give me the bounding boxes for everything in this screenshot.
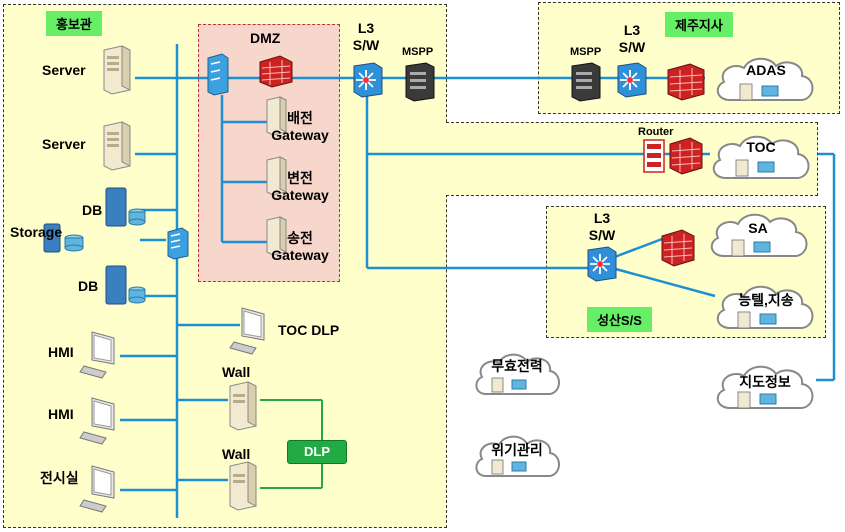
cloud-label: SA	[748, 220, 768, 236]
database-icon	[105, 187, 146, 227]
l3-switch-icon	[353, 62, 383, 98]
seongsan-tag: 성산S/S	[587, 307, 652, 332]
gateway-server-icon	[266, 96, 287, 136]
cloud-adas: ADAS	[712, 52, 820, 108]
cloud-neungtel: 능텔,지송	[712, 278, 820, 336]
cloud-label: 무효전력	[491, 358, 543, 374]
toc-dlp-label: TOC DLP	[278, 322, 340, 338]
monitor-icon	[79, 331, 115, 379]
cloud-muhyo: 무효전력	[472, 350, 562, 402]
cloud-shape	[716, 57, 814, 101]
gateway-server-icon	[266, 216, 287, 256]
cloud-jido: 지도정보	[712, 360, 818, 416]
db-label-1: DB	[82, 202, 103, 218]
firewall-icon	[661, 229, 695, 267]
cloud-label: 위기관리	[491, 442, 543, 458]
router-icon	[643, 139, 665, 173]
cloud-label: 지도정보	[739, 374, 791, 390]
db-label-2: DB	[78, 278, 99, 294]
wall-label-1: Wall	[222, 364, 251, 380]
storage-label: Storage	[10, 224, 63, 240]
wall-label-2: Wall	[222, 446, 251, 462]
database-icon	[105, 265, 146, 305]
dlp-box: DLP	[287, 440, 347, 464]
l3-switch-icon	[617, 62, 647, 98]
cloud-label: ADAS	[746, 62, 786, 78]
mspp-icon	[405, 62, 435, 102]
cloud-shape	[475, 353, 560, 395]
jeju-tag: 제주지사	[665, 12, 733, 37]
hub-switch-icon	[167, 227, 189, 260]
server-label-2: Server	[42, 136, 86, 152]
monitor-icon	[229, 307, 265, 355]
firewall-icon	[669, 137, 703, 175]
storage-icon	[43, 223, 84, 253]
cloud-shape	[712, 135, 810, 179]
server-icon	[103, 121, 131, 171]
dmz-label: DMZ	[250, 30, 281, 46]
cloud-shape	[475, 435, 560, 477]
gateway-server-icon	[266, 156, 287, 196]
server-icon	[103, 45, 131, 95]
cloud-shape	[710, 213, 808, 257]
monitor-icon	[79, 397, 115, 445]
mspp-label-main: MSPP	[402, 46, 434, 58]
hmi-label-1: HMI	[48, 344, 74, 360]
mspp-icon	[571, 62, 601, 102]
monitor-icon	[79, 465, 115, 513]
hmi-label-2: HMI	[48, 406, 74, 422]
mspp-label-jeju: MSPP	[570, 46, 602, 58]
firewall-icon	[259, 55, 293, 88]
cloud-sa: SA	[706, 208, 810, 264]
hub-switch-icon	[207, 53, 229, 96]
cloud-wigi: 위기관리	[472, 432, 562, 484]
firewall-icon	[667, 63, 705, 101]
cloud-shape	[716, 365, 814, 409]
server-label-1: Server	[42, 62, 86, 78]
exhibit-room-label: 전시실	[40, 470, 79, 486]
cloud-label: 능텔,지송	[738, 292, 794, 308]
cloud-shape	[716, 285, 814, 329]
hongbogwan-tag: 홍보관	[46, 11, 102, 36]
l3-switch-icon	[587, 246, 617, 282]
wall-server-icon	[229, 381, 257, 431]
cloud-toc: TOC	[708, 130, 814, 184]
wall-server-icon	[229, 461, 257, 511]
router-label: Router	[638, 126, 674, 138]
cloud-label: TOC	[746, 139, 776, 155]
